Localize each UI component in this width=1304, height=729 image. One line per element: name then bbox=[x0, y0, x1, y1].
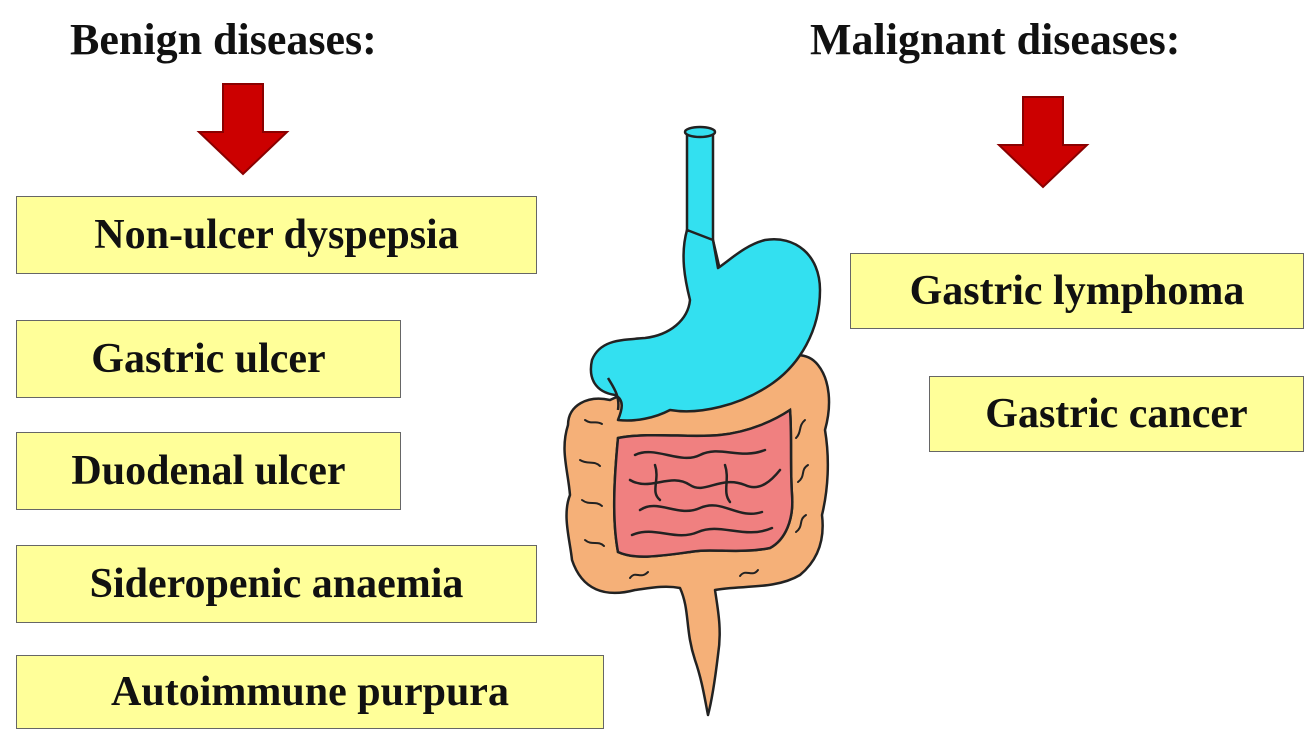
digestive-tract-illustration bbox=[540, 120, 850, 720]
benign-diseases-heading: Benign diseases: bbox=[70, 18, 377, 62]
malignant-disease-box: Gastric cancer bbox=[929, 376, 1304, 452]
malignant-disease-box: Gastric lymphoma bbox=[850, 253, 1304, 329]
down-arrow-icon bbox=[995, 93, 1091, 189]
benign-disease-box: Autoimmune purpura bbox=[16, 655, 604, 729]
benign-disease-box: Sideropenic anaemia bbox=[16, 545, 537, 623]
benign-disease-box: Non-ulcer dyspepsia bbox=[16, 196, 537, 274]
benign-disease-box: Gastric ulcer bbox=[16, 320, 401, 398]
malignant-diseases-heading: Malignant diseases: bbox=[810, 18, 1180, 62]
benign-disease-box: Duodenal ulcer bbox=[16, 432, 401, 510]
down-arrow-icon bbox=[195, 80, 291, 176]
esophagus-opening bbox=[685, 127, 715, 137]
